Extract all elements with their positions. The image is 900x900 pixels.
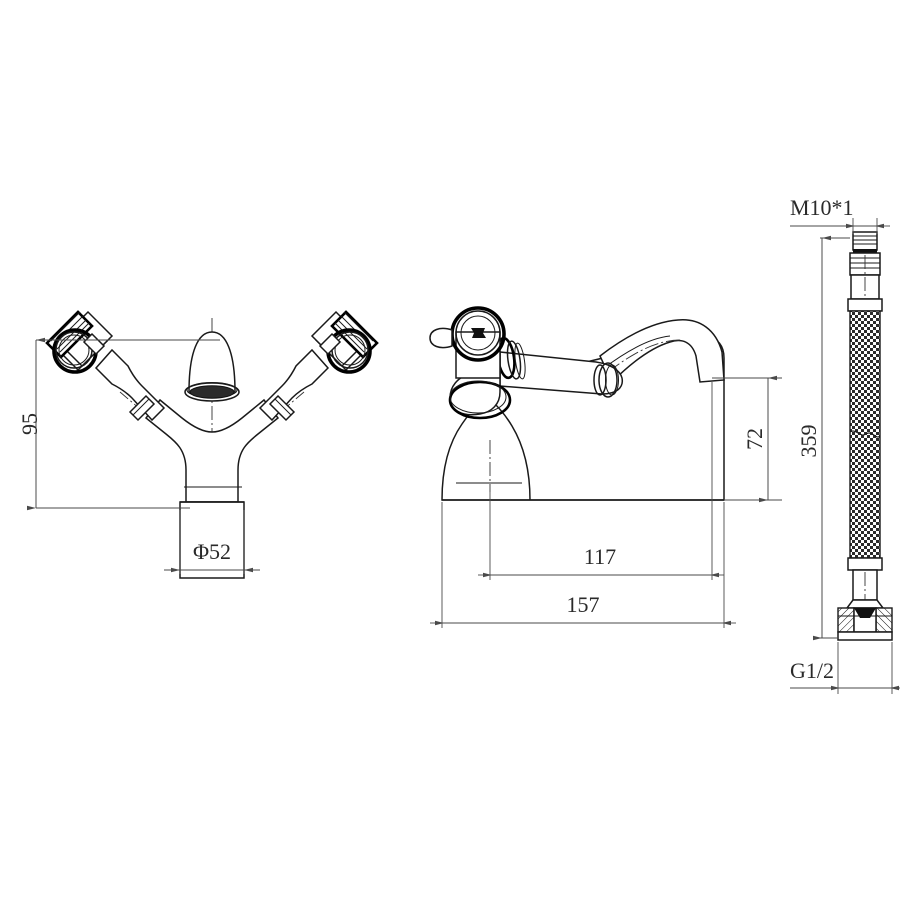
side-view-body: [441, 334, 725, 501]
front-view: 95 Φ52: [17, 310, 379, 579]
dimension-overall-length-157: 157: [430, 502, 736, 628]
hose-braid: [849, 310, 881, 559]
dimension-label-72: 72: [742, 428, 767, 450]
dimension-spout-reach-117: 117: [478, 382, 724, 580]
dimension-label-157: 157: [567, 592, 600, 617]
dimension-label-359: 359: [796, 425, 821, 458]
dimension-height-95: 95: [17, 337, 220, 511]
side-view: 72 117 157: [429, 306, 782, 628]
hose-top-connector: [847, 231, 883, 312]
hose-view: M10*1 359 G1/2: [790, 195, 900, 694]
front-view-handle-right: [258, 310, 379, 422]
dimension-label-m10: M10*1: [790, 195, 854, 220]
dimension-diameter-52: Φ52: [164, 510, 260, 574]
dimension-label-95: 95: [17, 413, 42, 435]
dimension-label-52: Φ52: [193, 539, 231, 564]
dimension-label-g12: G1/2: [790, 658, 834, 683]
side-handle-end-collar: [593, 362, 619, 398]
dimension-label-117: 117: [584, 544, 616, 569]
dimension-thread-m10: M10*1: [790, 195, 890, 234]
handle-index-marking: [471, 328, 486, 338]
handle-left-collar: [128, 394, 156, 422]
dimension-spout-height-72: 72: [712, 375, 782, 503]
front-view-handle-left: [45, 310, 166, 422]
dimension-thread-g12: G1/2: [790, 642, 900, 694]
side-view-handle: [429, 306, 624, 420]
front-view-spout: [184, 331, 240, 402]
handle-right-collar: [268, 394, 296, 422]
dimension-hose-length-359: 359: [796, 235, 850, 641]
hose-bottom-connector: [837, 557, 893, 641]
